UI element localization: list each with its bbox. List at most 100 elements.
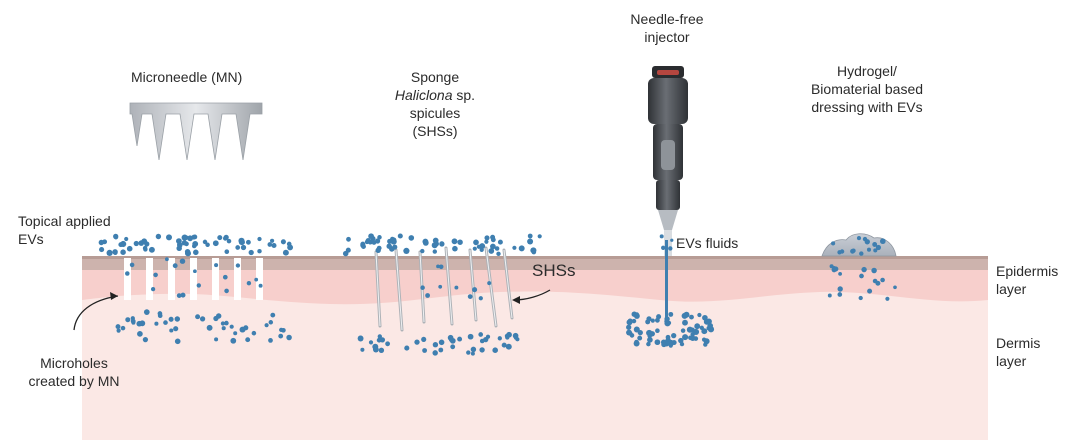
ev-dot [199,316,206,322]
ev-dot [258,283,263,288]
ev-dot [390,236,395,242]
evs-fluids-label: EVs fluids [676,235,739,251]
microhole [256,258,263,300]
ev-dot [125,317,131,323]
ev-dot [124,236,129,242]
ev-dot [163,320,168,325]
ev-dot [168,316,174,322]
ev-dot [838,272,842,276]
ev-dot [196,283,201,288]
ev-dot [346,236,351,242]
ev-dot [238,239,245,246]
ev-dot [682,319,688,326]
ev-dot [367,239,373,245]
ev-dot [377,334,382,339]
ev-dot [893,285,897,290]
ev-dot [375,238,381,244]
ev-dot [492,347,499,354]
ev-dot [112,250,118,256]
ev-dot [467,333,474,340]
ev-dot [633,340,640,347]
topical-label-line1: Topical applied [18,213,111,229]
ev-dot [397,233,403,239]
ev-dot [360,347,365,352]
spicule-highlight [503,249,513,319]
ev-dot [496,251,501,256]
ev-dot [279,327,284,333]
ev-dot [703,342,708,347]
spicule-highlight [395,249,403,331]
ev-dot [148,246,155,253]
ev-dot [837,292,843,297]
ev-dot [438,284,443,289]
ev-dot [224,320,229,326]
dermis-label-line2: layer [996,353,1027,369]
ev-dot [647,337,653,343]
ev-dot [434,241,439,247]
ev-dot [286,334,292,341]
microhole [124,258,131,300]
sponge-species: sp. [452,87,476,103]
hydrogel-label: Hydrogel/ Biomaterial based dressing wit… [782,62,952,116]
ev-dot [432,350,438,356]
ev-dot [99,247,105,253]
ev-dot [287,244,294,251]
ev-dot [655,328,660,334]
ev-dot [856,236,862,241]
ev-dot [126,245,133,252]
ev-dot [153,272,158,278]
ev-dot [221,326,226,331]
shss-arrow [512,289,551,304]
ev-dot [257,236,262,242]
sponge-label-line1: Sponge [410,69,460,85]
ev-dot [439,241,445,247]
ev-dot [626,324,632,330]
microholes-arrow [73,292,119,331]
ev-dot [414,339,420,345]
dermis-label-line1: Dermis [996,335,1041,351]
ev-dot [457,336,463,342]
ev-dot [861,266,867,273]
ev-dot [479,338,485,344]
ev-dot [670,238,674,242]
ev-dot [484,239,489,244]
ev-dot [447,334,454,341]
ev-dot [872,278,878,284]
ev-dot [169,328,174,333]
ev-dot [484,235,490,241]
ev-dot [527,233,533,239]
sponge-label-line2: Haliclona sp. [380,86,490,104]
ev-dot [133,240,139,247]
ev-dot [678,337,684,344]
ev-dot [490,243,496,250]
ev-dot [214,263,219,268]
ev-dot [668,311,674,317]
ev-dot [226,238,232,244]
ev-dot [150,286,156,292]
ev-dot [264,323,269,328]
ev-dot [378,347,385,353]
ev-dot [479,347,485,353]
ev-dot [157,313,163,319]
ev-dot [467,294,473,299]
ev-dot [875,244,882,251]
ev-dot [269,238,275,243]
ev-dot [671,339,677,346]
ev-dot [885,296,890,301]
ev-dot [537,234,542,239]
ev-dot [342,250,349,257]
epidermis-label-line1: Epidermis [996,263,1059,279]
ev-dot [267,242,273,247]
injector-label-line1: Needle-free [630,11,704,27]
ev-dot [181,234,188,241]
ev-dot [212,240,219,247]
ev-dot [246,281,252,286]
ev-dot [661,341,667,348]
microhole [212,258,219,300]
ev-dot [701,337,707,342]
ev-dot [487,281,492,286]
ev-dot [116,328,121,333]
ev-dot [174,316,181,322]
ev-dot [129,262,135,268]
